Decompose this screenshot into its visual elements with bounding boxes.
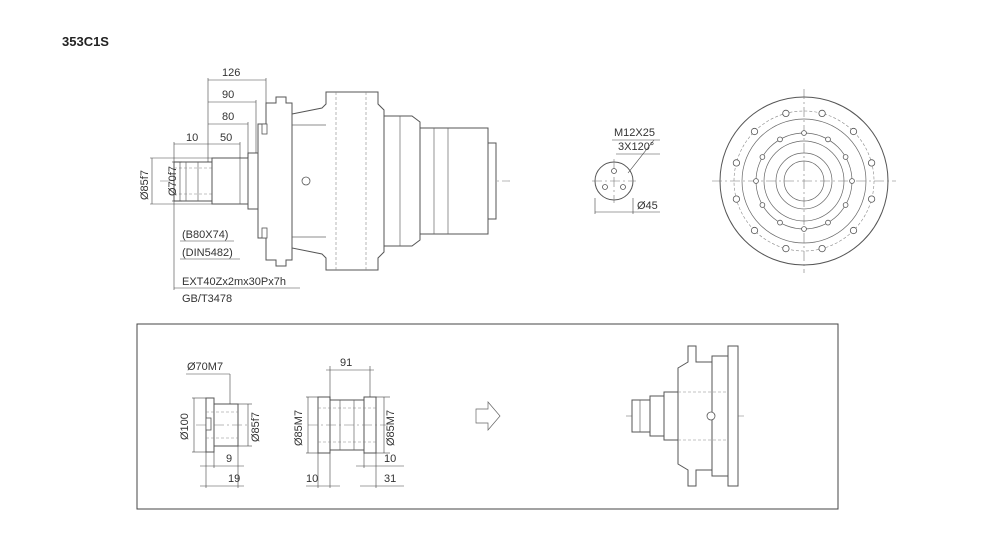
dim-80: 80 <box>222 111 234 123</box>
inner-bolt-hole <box>842 154 849 160</box>
outer-bolt-hole <box>849 226 858 235</box>
shaft-body <box>211 157 249 205</box>
bolt-holes <box>732 109 876 253</box>
inner-bolt-hole <box>753 178 759 184</box>
adapter-d91: 91 <box>340 357 352 369</box>
spline-note-b80: (B80X74) <box>182 229 228 241</box>
vent-plug <box>301 176 311 186</box>
dia45-label: Ø45 <box>637 200 658 212</box>
dim-90: 90 <box>222 89 234 101</box>
inner-bolt-hole <box>777 219 783 226</box>
main-housing <box>291 91 385 271</box>
gearbox-side-view <box>160 91 510 271</box>
dim-10: 10 <box>186 132 198 144</box>
sleeve-dia85f7: Ø85f7 <box>250 412 262 442</box>
inner-bolt-hole <box>842 202 849 208</box>
outer-bolt-hole <box>849 127 858 136</box>
right-arrow-icon <box>475 401 501 431</box>
outer-bolt-hole <box>782 245 790 253</box>
outer-bolt-hole <box>750 226 759 235</box>
model-title: 353C1S <box>62 34 109 49</box>
adapter-d10-left: 10 <box>306 473 318 485</box>
thread-label: M12X25 <box>614 127 655 139</box>
outer-bolt-hole <box>818 109 826 118</box>
inner-bolt-hole <box>777 136 783 143</box>
outer-bolt-hole <box>750 127 759 136</box>
adapter-d10-right: 10 <box>384 453 396 465</box>
outer-bolt-hole <box>867 195 876 203</box>
outer-bolt-hole <box>782 109 790 118</box>
inner-bolt-hole <box>825 219 831 226</box>
adapter-part: 91 Ø85M7 Ø85M7 10 10 31 <box>293 357 404 488</box>
dim-126: 126 <box>222 67 240 79</box>
inner-bolt-hole <box>801 130 807 136</box>
spline-note-din: (DIN5482) <box>182 247 233 259</box>
inner-bolt-hole <box>849 178 855 184</box>
spline-note-gb: GB/T3478 <box>182 293 232 305</box>
motor-adapter <box>419 127 489 235</box>
adapter-dia85m7-left: Ø85M7 <box>293 410 305 446</box>
dim-dia85f7: Ø85f7 <box>139 170 151 200</box>
outer-bolt-hole <box>818 245 826 253</box>
inner-bolt-hole <box>759 202 766 208</box>
inner-bolt-hole <box>825 136 831 143</box>
sleeve-dia100: Ø100 <box>179 413 191 440</box>
sleeve-d9: 9 <box>226 453 232 465</box>
dim-50: 50 <box>220 132 232 144</box>
sleeve-dia70m7: Ø70M7 <box>187 361 223 373</box>
mounting-flange <box>257 96 293 267</box>
sleeve-part: Ø70M7 Ø100 Ø85f7 9 19 <box>179 361 262 488</box>
spline-note-ext: EXT40Zx2mx30Px7h <box>182 276 286 288</box>
second-stage-housing <box>383 115 421 247</box>
accessory-frame <box>136 323 839 510</box>
inner-bolt-hole <box>759 154 766 160</box>
inner-bolt-hole <box>801 226 807 232</box>
adapter-dia85m7-right: Ø85M7 <box>385 410 397 446</box>
outer-bolt-hole <box>732 159 741 167</box>
sleeve-d19: 19 <box>228 473 240 485</box>
side-view-dimensions: 126 90 80 10 50 Ø85f7 Ø70f7 (B80X74) (DI… <box>139 67 300 305</box>
outer-bolt-hole <box>732 195 741 203</box>
gearbox-front-view <box>712 89 896 273</box>
outer-bolt-hole <box>867 159 876 167</box>
angle-label: 3X120° <box>618 141 654 153</box>
adapter-d31: 31 <box>384 473 396 485</box>
assembled-view <box>626 345 746 487</box>
dim-dia70f7: Ø70f7 <box>167 166 179 196</box>
threaded-hole-detail: M12X25 3X120° Ø45 <box>592 127 660 214</box>
